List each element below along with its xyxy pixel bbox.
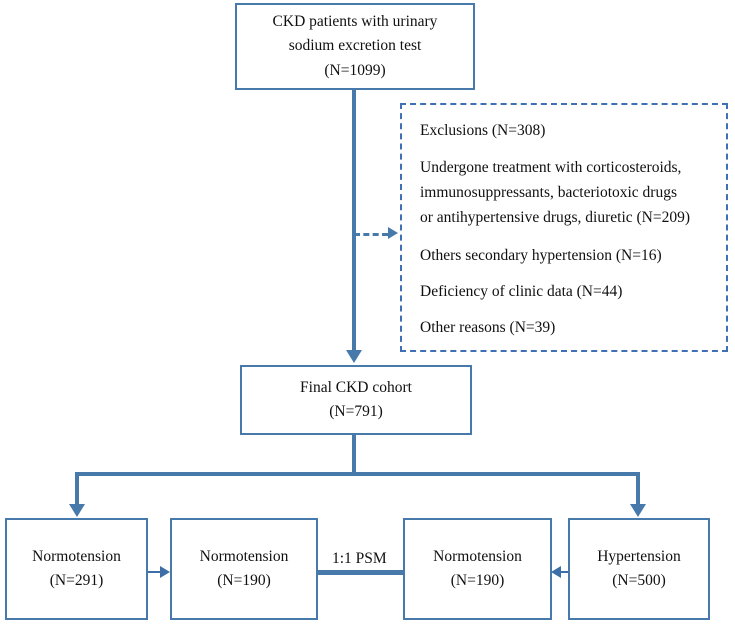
- final-cohort-line2: (N=791): [329, 403, 383, 420]
- final-cohort-line1: Final CKD cohort: [300, 378, 412, 396]
- exclusions-reason-1-line1: Undergone treatment with corticosteroids…: [420, 159, 682, 177]
- psm-label: 1:1 PSM: [329, 550, 390, 568]
- node-final-cohort: Final CKD cohort (N=791): [240, 365, 472, 435]
- connector-final-to-split: [352, 435, 356, 474]
- arrowhead-split-right: [630, 504, 646, 517]
- exclusions-reason-3: Deficiency of clinic data (N=44): [420, 282, 623, 300]
- hypertension-all-line2: (N=500): [612, 572, 666, 589]
- connector-split-right-drop: [636, 472, 640, 504]
- source-cohort-line2: sodium excretion test: [288, 37, 422, 55]
- exclusions-reason-1-line3: or antihypertensive drugs, diuretic (N=2…: [420, 209, 691, 227]
- arrowhead-hypertension-to-matched: [551, 566, 561, 578]
- arrowhead-split-left: [69, 504, 85, 517]
- exclusions-reason-2: Others secondary hypertension (N=16): [420, 246, 662, 264]
- connector-split-left-drop: [75, 472, 79, 504]
- normotension-matched-right-line2: (N=190): [450, 572, 505, 589]
- exclusions-heading: Exclusions (N=308): [420, 122, 546, 139]
- node-source-cohort: CKD patients with urinary sodium excreti…: [235, 3, 475, 90]
- normotension-all-line2: (N=291): [49, 572, 104, 589]
- node-normotension-all: Normotension (N=291): [5, 518, 148, 620]
- connector-trunk-to-exclusions: [354, 233, 388, 236]
- arrowhead-trunk-to-exclusions: [388, 227, 398, 239]
- arrowhead-normotension-to-matched: [160, 566, 170, 578]
- connector-source-to-final: [352, 90, 356, 350]
- source-cohort-line1: CKD patients with urinary: [272, 13, 438, 31]
- exclusions-reason-1-line2: immunosuppressants, bacteriotoxic drugs: [420, 184, 677, 202]
- node-exclusions: Exclusions (N=308) Undergone treatment w…: [400, 103, 728, 352]
- connector-split-bar: [75, 472, 640, 476]
- arrowhead-source-to-final: [346, 350, 362, 363]
- node-normotension-matched-left: Normotension (N=190): [170, 518, 318, 620]
- normotension-all-line1: Normotension: [32, 547, 121, 565]
- normotension-matched-right-line1: Normotension: [433, 547, 522, 565]
- connector-psm-link: [316, 570, 405, 575]
- node-hypertension-all: Hypertension (N=500): [568, 518, 710, 620]
- normotension-matched-left-line2: (N=190): [217, 572, 271, 589]
- exclusions-reason-1: Undergone treatment with corticosteroids…: [420, 155, 726, 230]
- connector-normotension-to-matched: [148, 571, 162, 573]
- source-cohort-line3: (N=1099): [324, 61, 386, 79]
- node-normotension-matched-right: Normotension (N=190): [403, 518, 552, 620]
- hypertension-all-line1: Hypertension: [597, 547, 681, 565]
- normotension-matched-left-line1: Normotension: [199, 547, 289, 565]
- exclusions-reason-4: Other reasons (N=39): [420, 319, 556, 337]
